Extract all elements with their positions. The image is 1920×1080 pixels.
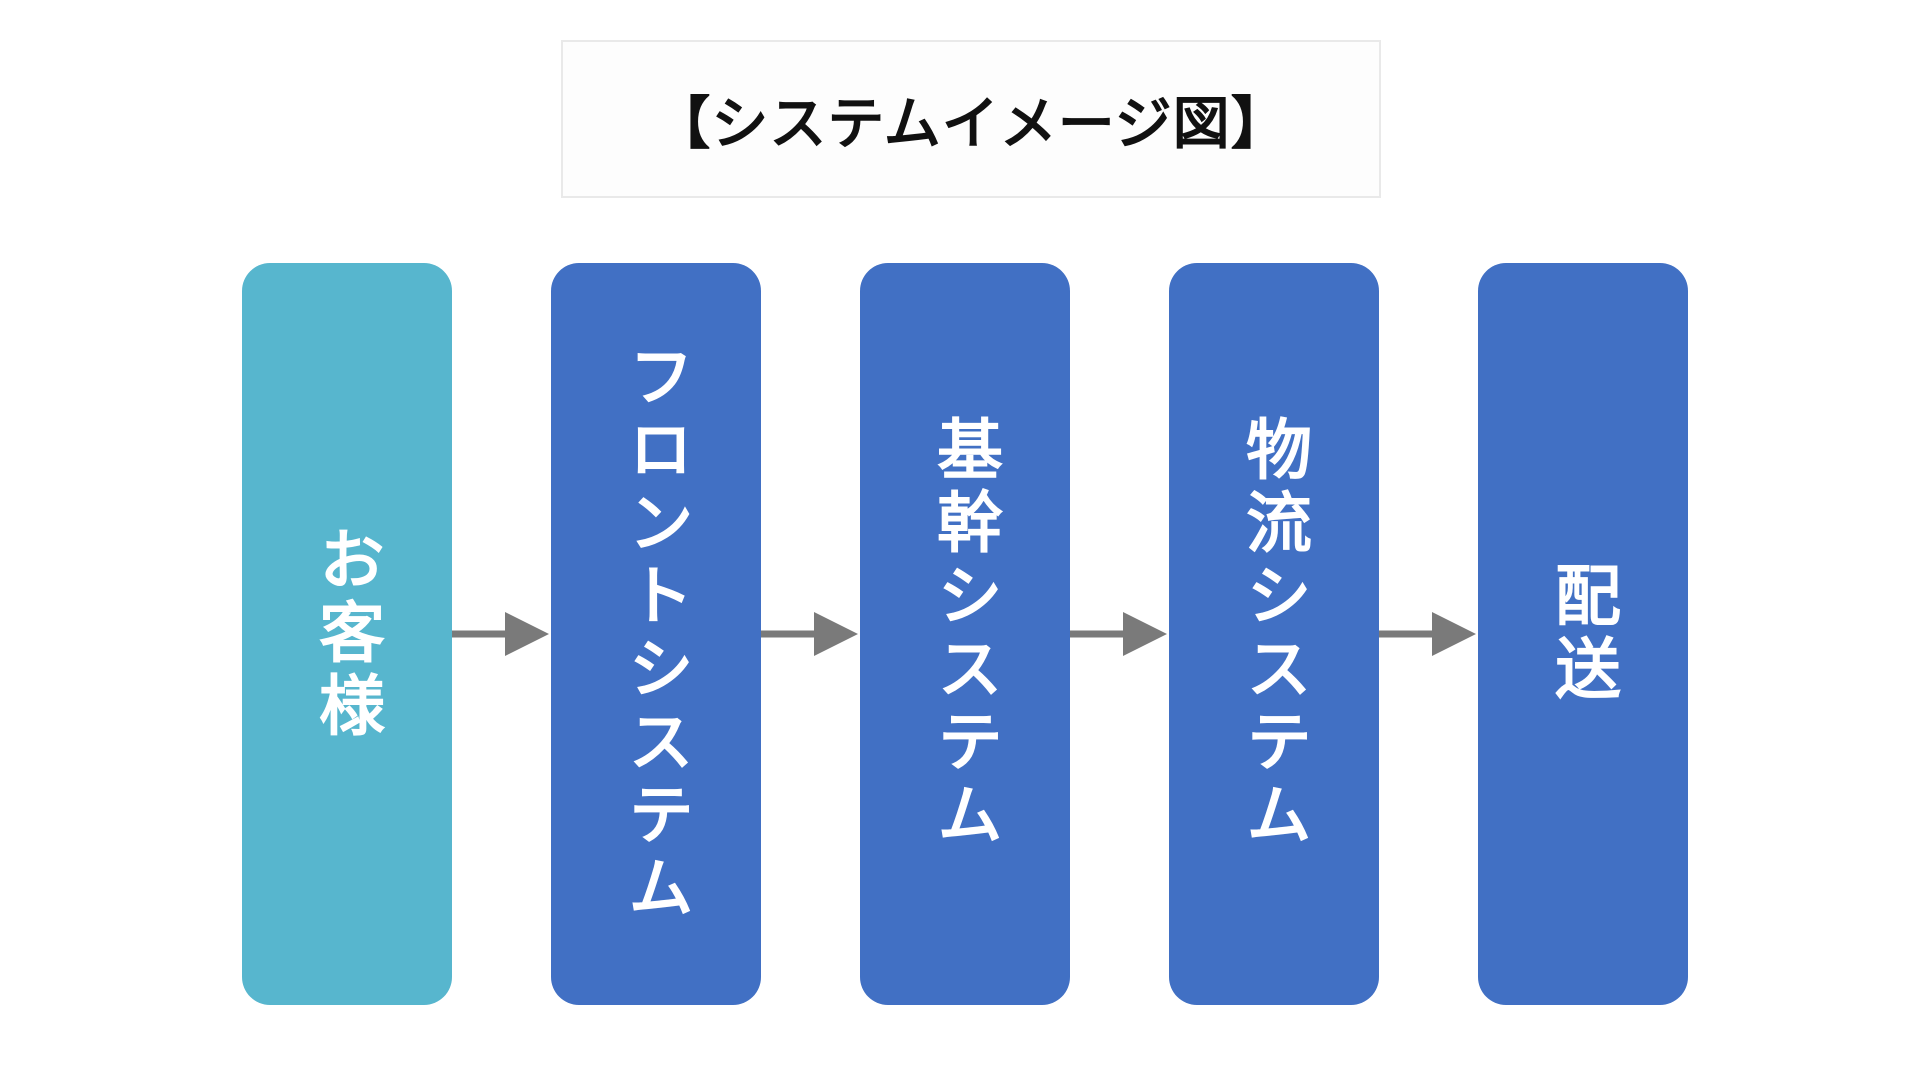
diagram-title: 【システムイメージ図】 [653, 92, 1289, 156]
right-arrow-icon [452, 612, 549, 656]
right-arrow-icon [761, 612, 858, 656]
right-arrow-icon [1070, 612, 1167, 656]
flow-box-logistics-system: 物流システム [1169, 263, 1379, 1005]
flow-arrow-4 [1379, 263, 1478, 1005]
flow-box-front-system: フロントシステム [551, 263, 761, 1005]
flow-box-core-system: 基幹システム [860, 263, 1070, 1005]
flow-box-customer: お客様 [242, 263, 452, 1005]
flow-box-delivery-label: 配送 [1546, 561, 1620, 707]
flow-box-logistics-system-label: 物流システム [1237, 415, 1311, 853]
flow-arrow-2 [761, 263, 860, 1005]
flow-box-delivery: 配送 [1478, 263, 1688, 1005]
right-arrow-icon [1379, 612, 1476, 656]
flow-box-customer-label: お客様 [310, 524, 384, 744]
flow-row: お客様 フロントシステム 基幹システム [242, 263, 1688, 1005]
flow-arrow-1 [452, 263, 551, 1005]
flow-box-front-system-label: フロントシステム [619, 342, 693, 926]
flow-box-core-system-label: 基幹システム [928, 415, 1002, 853]
flow-arrow-3 [1070, 263, 1169, 1005]
diagram-title-box: 【システムイメージ図】 [561, 40, 1381, 198]
